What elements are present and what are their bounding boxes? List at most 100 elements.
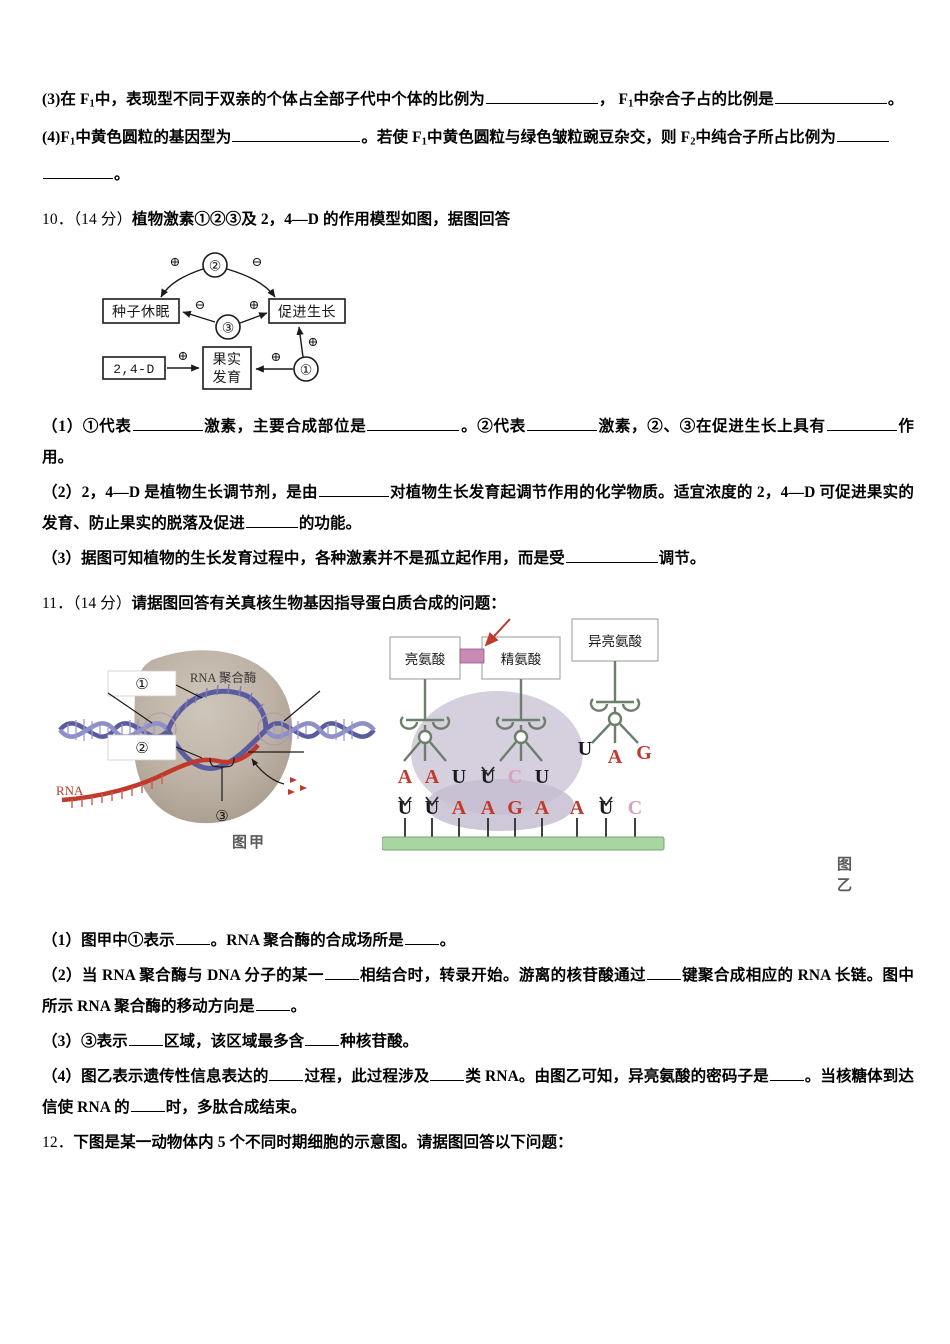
q12-number: 12． [42, 1134, 74, 1152]
answer-blank[interactable] [324, 965, 359, 981]
answer-blank[interactable] [836, 127, 889, 142]
mrna-base: C [628, 797, 642, 819]
answer-blank[interactable] [318, 482, 389, 498]
q10-sub1-t2: 激素，主要合成部位是 [203, 418, 367, 436]
node-hormone-1-label: ① [300, 364, 313, 379]
answer-blank[interactable] [774, 89, 887, 104]
q9-item3-sub2: 1 [628, 98, 634, 110]
answer-blank[interactable] [255, 996, 290, 1012]
node-hormone-3-label: ③ [222, 322, 235, 337]
answer-blank[interactable] [485, 89, 598, 104]
anticodon-base-free: G [636, 742, 652, 764]
answer-blank[interactable] [367, 416, 460, 432]
q9-item4-text5: 。 [114, 166, 130, 184]
mrna-base: A [570, 797, 585, 819]
q11-sub4-t5: 时，多肽合成结束。 [165, 1099, 307, 1117]
q11-sub1-label: （1） [42, 932, 82, 950]
q9-item3: (3)在 F1中，表现型不同于双亲的个体占全部子代中个体的比例为， F1中杂合子… [42, 84, 914, 120]
anticodon-base: C [508, 766, 522, 788]
q11-sub1-t2: 。RNA 聚合酶的合成场所是 [210, 932, 404, 950]
q11-score: （14 分） [72, 595, 132, 613]
nascent-rna-strand [61, 743, 260, 803]
q9-item3-text3: 中杂合子占的比例是 [633, 91, 774, 108]
answer-blank[interactable] [430, 1066, 465, 1082]
leader-line-right [283, 690, 321, 722]
rna-ticks [71, 775, 163, 809]
q11-sub4: （4）图乙表示遗传性信息表达的过程，此过程涉及类 RNA。由图乙可知，异亮氨酸的… [42, 1061, 914, 1123]
q11-sub3-label: （3） [42, 1033, 82, 1051]
plant-hormone-diagram: ② ⊕ ⊖ 种子休眠 促进生长 ③ ⊖ ⊕ 果实 发 [97, 247, 397, 397]
q9-item3-text4: 。 [887, 91, 904, 108]
q9-item3-sub1: 1 [89, 98, 95, 110]
answer-blank[interactable] [128, 1031, 163, 1047]
anticodon-base: U [452, 766, 466, 788]
q10-sub1-t3: 。②代表 [460, 418, 526, 436]
q9-item4-sub1: 1 [69, 136, 76, 148]
dna-right-helix [264, 719, 376, 742]
answer-blank[interactable] [404, 930, 439, 946]
edge-3-to-promote-growth [239, 312, 268, 324]
answer-blank[interactable] [565, 548, 658, 564]
answer-blank[interactable] [646, 965, 681, 981]
answer-blank[interactable] [269, 1066, 304, 1082]
mrna-base: A [481, 797, 496, 819]
sign-plus: ⊕ [249, 297, 260, 312]
answer-blank[interactable] [769, 1066, 804, 1082]
node-hormone-2 [202, 252, 228, 279]
sign-plus: ⊕ [308, 334, 319, 349]
mrna-bases: U U A A G A A U C [398, 797, 642, 819]
edge-2-to-seed-dormancy [160, 268, 204, 298]
free-nucleotide-arrow [251, 758, 285, 785]
mrna-base: A [452, 797, 467, 819]
node-fruit-development-label-2: 发育 [213, 369, 242, 385]
anticodon-forks [481, 766, 495, 777]
q11-sub1: （1）图甲中①表示。RNA 聚合酶的合成场所是。 [42, 925, 914, 956]
q10-stem: 10．（14 分）植物激素①②③及 2，4—D 的作用模型如图，据图回答 [42, 204, 914, 235]
q11-stem: 11．（14 分）请据图回答有关真核生物基因指导蛋白质合成的问题： [42, 588, 914, 619]
answer-blank[interactable] [826, 416, 897, 432]
answer-blank[interactable] [130, 1097, 165, 1113]
q11-sub1-t1: 图甲中①表示 [81, 932, 175, 950]
mrna-base: U [398, 797, 412, 819]
node-seed-dormancy-label: 种子休眠 [112, 304, 170, 320]
node-promote-growth-label: 促进生长 [278, 304, 336, 320]
label-box-2 [107, 734, 177, 761]
q9-item4-text1: 中黄色圆粒的基因型为 [75, 128, 232, 146]
q10-sub1-t5: 作用。 [42, 418, 914, 467]
q10-stem-text: 植物激素①②③及 2，4—D 的作用模型如图，据图回答 [132, 211, 511, 229]
mrna-base-forks [398, 796, 613, 807]
answer-blank[interactable] [232, 127, 361, 142]
answer-blank[interactable] [43, 164, 113, 180]
mrna-strand-bar [381, 836, 665, 851]
q10-sub2-label: （2） [42, 484, 82, 502]
q11-sub4-t4: 。当核糖体到达信使 RNA 的 [42, 1068, 914, 1117]
answer-blank[interactable] [132, 416, 203, 432]
q12-stem: 12．下图是某一动物体内 5 个不同时期细胞的示意图。请据图回答以下问题： [42, 1127, 914, 1158]
q11-sub4-t1: 图乙表示遗传性信息表达的 [81, 1068, 269, 1086]
q10-sub2-t3: 的功能。 [298, 515, 362, 533]
anticodon-base: U [535, 766, 549, 788]
mrna-base: A [535, 797, 550, 819]
sign-plus: ⊕ [170, 254, 181, 269]
dna-bubble-ticks [175, 684, 264, 718]
q11-figures: RNA RNA 聚合酶 ① ② [42, 618, 914, 925]
q9-item4-prefix: (4) [42, 128, 61, 146]
sign-plus: ⊕ [178, 348, 189, 363]
dna-template-strand [165, 728, 268, 772]
anticodon-base: A [398, 766, 413, 788]
answer-blank[interactable] [175, 930, 210, 946]
q9-item3-prefix: (3)在 F [42, 91, 90, 108]
node-hormone-2-label: ② [209, 260, 222, 275]
q11-stem-text: 请据图回答有关真核生物基因指导蛋白质合成的问题： [131, 595, 506, 613]
q11-sub3-t3: 种核苷酸。 [340, 1033, 419, 1051]
q9-item4-f1: F [60, 128, 70, 146]
q11-sub2-t4: 。 [290, 998, 307, 1016]
answer-blank[interactable] [245, 513, 298, 529]
answer-blank[interactable] [305, 1031, 340, 1047]
answer-blank[interactable] [526, 416, 597, 432]
q9-item4-text4: 中纯合子所占比例为 [695, 128, 836, 146]
q11-sub3: （3）③表示区域，该区域最多含种核苷酸。 [42, 1026, 914, 1057]
q9-item3-text2: ， [598, 91, 615, 108]
trna-leucine [399, 679, 451, 763]
ribosome-small-subunit [426, 779, 574, 832]
